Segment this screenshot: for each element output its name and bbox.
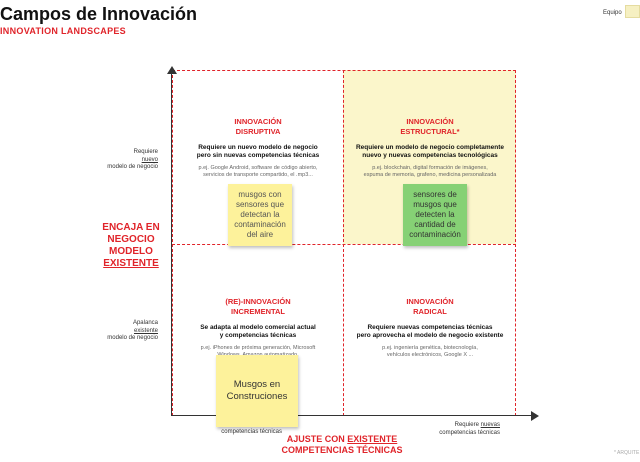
team-label: Equipo — [603, 10, 622, 16]
quadrant-examples: p.ej. Google Android, software de código… — [198, 165, 318, 178]
quadrant-title: INNOVACIÓN RADICAL — [406, 297, 454, 316]
quadrant-description: Requiere un nuevo modelo de negocio pero… — [196, 144, 320, 159]
quadrant-description: Requiere un modelo de negocio completame… — [355, 144, 505, 159]
quadrant-description: Requiere nuevas competencias técnicas pe… — [356, 324, 504, 339]
quadrant-divider-vertical — [343, 70, 344, 416]
quadrant-disruptive: INNOVACIÓN DISRUPTIVA Requiere un nuevo … — [178, 117, 338, 179]
y-axis-arrow-icon — [167, 66, 177, 74]
side-axis-title: ENCAJA EN NEGOCIO MODELO EXISTENTE — [102, 222, 160, 269]
page-title: Campos de Innovación — [0, 4, 198, 24]
y-axis-top-label: Requiere nuevo modelo de negocio — [107, 149, 158, 170]
sticky-note[interactable]: Musgos en Construciones — [216, 355, 298, 427]
x-axis-left-label: competencias técnicas — [221, 429, 282, 435]
page-subtitle: INNOVATION LANDSCAPES — [0, 26, 126, 36]
quadrant-structural: INNOVACIÓN ESTRUCTURAL* Requiere un mode… — [346, 117, 514, 179]
quadrant-title: INNOVACIÓN ESTRUCTURAL* — [400, 117, 460, 136]
sticky-note[interactable]: sensores de musgos que detecten la canti… — [403, 184, 467, 246]
sticky-note[interactable]: musgos con sensores que detectan la cont… — [228, 184, 292, 246]
quadrant-description: Se adapta al modelo comercial actual y c… — [200, 324, 316, 339]
quadrant-examples: p.ej. blockchain, digital formación de i… — [363, 165, 497, 178]
x-axis-line — [171, 415, 531, 416]
x-axis-right-label: Requiere nuevas competencias técnicas — [439, 422, 500, 436]
quadrant-title: INNOVACIÓN DISRUPTIVA — [234, 117, 282, 136]
quadrant-radical: INNOVACIÓN RADICAL Requiere nuevas compe… — [346, 297, 514, 359]
bottom-axis-title: AJUSTE CON EXISTENTE COMPETENCIAS TÉCNIC… — [281, 434, 403, 455]
y-axis-bottom-label: Apalanca existente modelo de negocio — [107, 320, 158, 341]
quadrant-examples: p.ej. ingeniería genética, biotecnología… — [382, 345, 478, 358]
quadrant-title: (RE)-INNOVACIÓN INCREMENTAL — [225, 297, 291, 316]
x-axis-arrow-icon — [531, 411, 539, 421]
footnote: * ARQUITE — [614, 450, 640, 456]
y-axis-line — [171, 74, 172, 416]
team-input-box[interactable] — [625, 5, 640, 18]
quadrant-divider-horizontal — [172, 244, 516, 245]
